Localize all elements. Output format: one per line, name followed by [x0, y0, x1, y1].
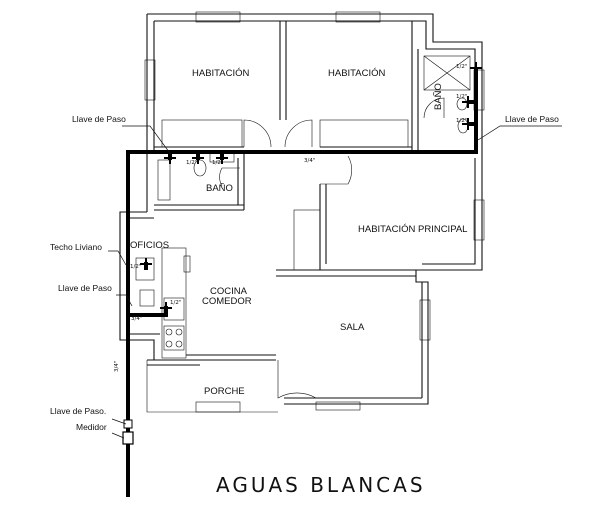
- valve-icon: [192, 152, 204, 164]
- windows: [144, 11, 485, 413]
- exterior-walls: [119, 13, 483, 413]
- fixture-size-sink-top: 1/2": [456, 94, 467, 100]
- valve-icon: [216, 152, 228, 164]
- shutoff-valve-icon: [123, 419, 133, 429]
- drawing-title: AGUAS BLANCAS: [216, 473, 426, 497]
- callout-llave-paso-left-top: Llave de Paso: [72, 114, 126, 124]
- fixture-size-oficios: 1/2": [130, 264, 141, 270]
- valve-icon: [470, 62, 482, 74]
- room-labels: HABITACIÓN HABITACIÓN BAÑO BAÑO HABITACI…: [130, 68, 467, 397]
- room-label-sala: SALA: [340, 322, 365, 333]
- callout-llave-paso-right: Llave de Paso: [505, 114, 559, 124]
- callout-techo-liviano: Techo Liviano: [50, 242, 102, 252]
- fixture-size-wc-top: 1/2": [456, 118, 467, 124]
- fixture-size-bano-wc: 1/2": [212, 160, 223, 166]
- callouts: Llave de Paso Llave de Paso Techo Livian…: [50, 114, 559, 432]
- main-pipe: [126, 68, 478, 497]
- room-label-habitacion-principal: HABITACIÓN PRINCIPAL: [358, 224, 467, 235]
- callout-llave-paso-left-mid: Llave de Paso: [58, 283, 112, 293]
- room-label-cocina: COCINA: [210, 286, 248, 297]
- callout-medidor: Medidor: [76, 422, 107, 432]
- valve-icon: [164, 152, 176, 164]
- pipe-size-labels: 3/4" 3/4" 3/4" 1/2" 1/2" 1/2" 1/2" 1/2" …: [114, 64, 467, 372]
- callout-llave-paso-bottom: Llave de Paso.: [50, 406, 106, 416]
- valve-icon: [462, 118, 474, 130]
- room-label-bano-top: BAÑO: [433, 83, 444, 110]
- room-label-porche: PORCHE: [204, 386, 245, 397]
- pipe-size-kitchen: 3/4": [131, 316, 142, 322]
- fixture-size-bano-sink: 1/2": [186, 160, 197, 166]
- room-label-habitacion-1: HABITACIÓN: [192, 68, 249, 79]
- valve-icon: [140, 258, 152, 270]
- valve-icon: [160, 302, 172, 314]
- room-label-comedor: COMEDOR: [202, 296, 252, 307]
- fixture-size-shower-top: 1/2": [456, 64, 467, 70]
- pipe-size-riser: 3/4": [114, 361, 120, 372]
- leader-lines: [108, 125, 562, 439]
- room-label-oficios: OFICIOS: [130, 240, 169, 251]
- water-pipe-network: [122, 62, 482, 497]
- room-label-habitacion-2: HABITACIÓN: [328, 68, 385, 79]
- meter-icon: [122, 431, 134, 445]
- valve-icon: [462, 96, 474, 108]
- door-swings: [219, 97, 445, 399]
- room-label-bano-mid: BAÑO: [206, 183, 233, 194]
- fixture-size-kitchen-sink: 1/2": [170, 300, 181, 306]
- pipe-size-main: 3/4": [304, 158, 315, 164]
